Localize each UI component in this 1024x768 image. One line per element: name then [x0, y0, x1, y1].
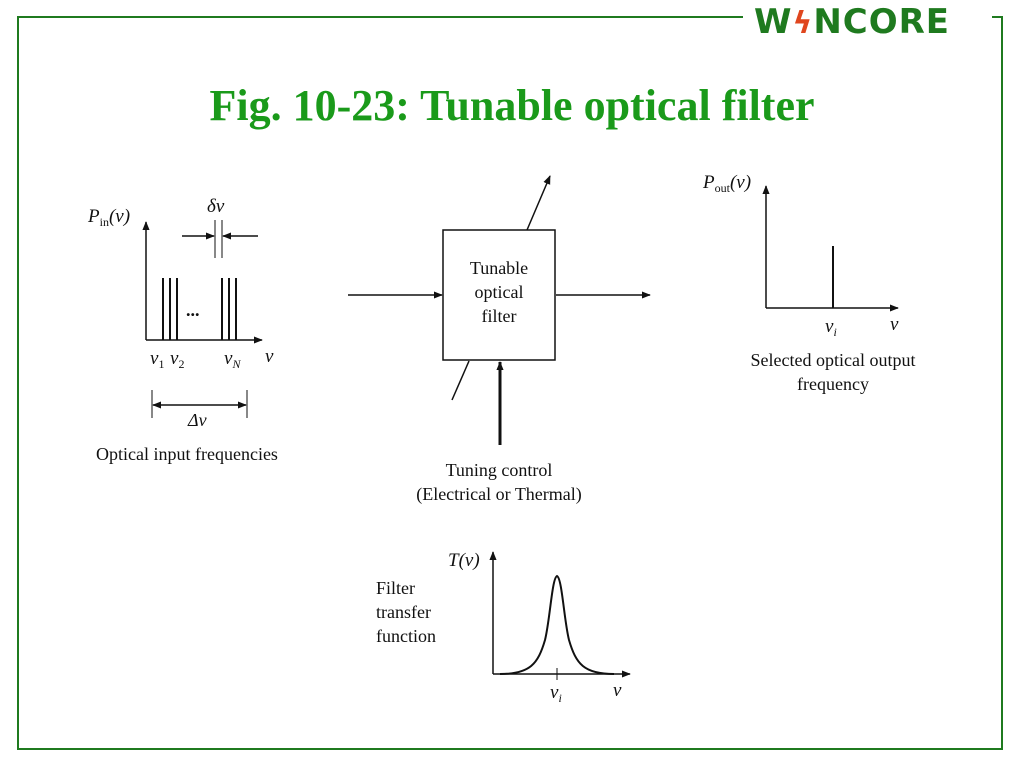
frame-top-border-right: [992, 16, 1003, 18]
tuning-label-line1: Tuning control: [446, 460, 553, 480]
filter-block: [348, 175, 651, 445]
input-nu2-label: ν2: [170, 348, 184, 371]
logo-bolt-icon: ϟ: [792, 6, 814, 41]
logo-w: W: [754, 2, 793, 42]
transfer-function-panel: [489, 551, 631, 680]
input-ellipsis: ...: [186, 300, 200, 320]
logo-rest: NCORE: [813, 2, 951, 42]
transfer-curve: [499, 574, 615, 675]
slide-frame: [17, 16, 1003, 750]
frame-top-border: [17, 16, 743, 18]
transfer-label-line3: function: [376, 626, 436, 646]
transfer-y-label: T(ν): [448, 550, 480, 571]
input-delta-nu-small: δν: [207, 196, 225, 217]
input-y-label: Pin(ν): [87, 206, 130, 229]
transfer-label-line1: Filter: [376, 578, 415, 598]
input-nuN-label: νN: [224, 348, 241, 371]
output-x-axis-label: ν: [890, 314, 899, 335]
filter-box-line1: Tunable: [470, 258, 528, 278]
transfer-nu-i-label: νi: [550, 682, 562, 705]
transfer-label-line2: transfer: [376, 602, 431, 622]
output-spectrum-panel: [762, 185, 899, 312]
slide-title: Fig. 10-23: Tunable optical filter: [209, 81, 815, 130]
output-nu-i-label: νi: [825, 316, 837, 339]
input-caption: Optical input frequencies: [96, 444, 278, 464]
filter-box-line3: filter: [482, 306, 517, 326]
input-spectrum-panel: [142, 220, 263, 418]
tuning-label-line2: (Electrical or Thermal): [416, 484, 582, 505]
tuning-arrow-bottom: [451, 360, 470, 401]
output-caption-line2: frequency: [797, 374, 869, 394]
input-x-axis-label: ν: [265, 346, 274, 367]
filter-box-line2: optical: [475, 282, 524, 302]
input-nu1-label: ν1: [150, 348, 164, 371]
output-y-label: Pout(ν): [702, 172, 751, 195]
transfer-x-axis-label: ν: [613, 680, 622, 701]
output-caption-line1: Selected optical output: [751, 350, 916, 370]
filter-box: [442, 229, 556, 361]
input-delta-nu-label: Δν: [187, 410, 207, 430]
tuning-arrow-top: [526, 175, 551, 231]
wincore-logo: WϟNCORE: [754, 2, 950, 42]
